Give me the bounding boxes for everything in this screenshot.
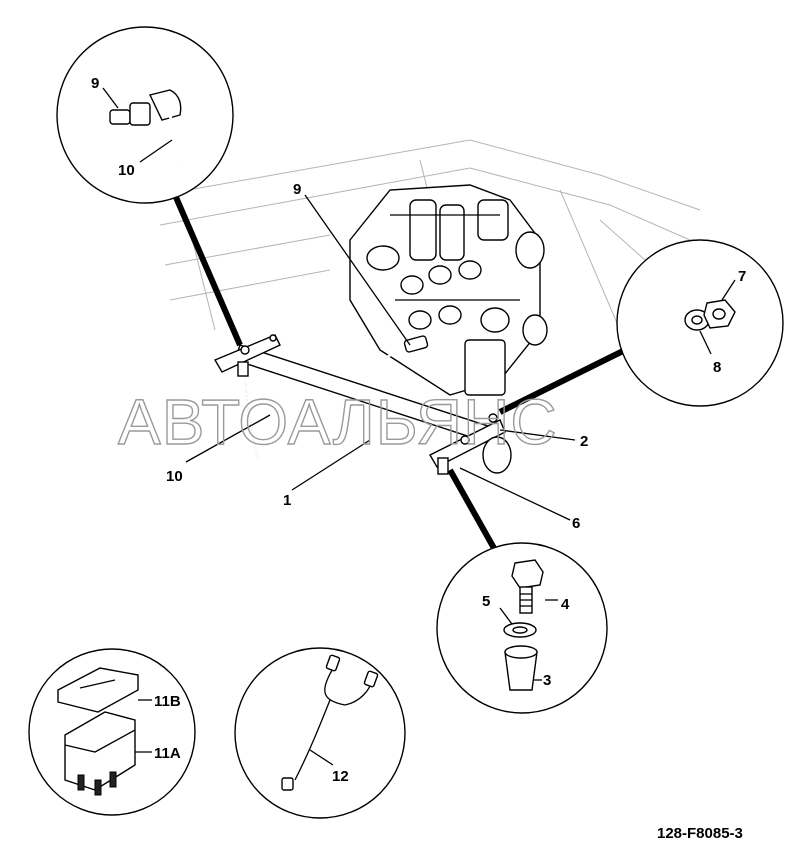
callout-9-main: 9 (293, 181, 301, 198)
detail-circle-nut-washer (616, 239, 784, 407)
callout-4: 4 (561, 596, 570, 613)
callout-8: 8 (713, 359, 721, 376)
control-valve-block (349, 184, 548, 396)
callout-12: 12 (332, 768, 349, 785)
callout-3: 3 (543, 672, 551, 689)
callout-1: 1 (283, 492, 291, 509)
watermark-text: АВТОАЛЬЯНС (118, 386, 558, 458)
callout-11A: 11A (154, 745, 181, 762)
callout-5: 5 (482, 593, 490, 610)
callout-7: 7 (738, 268, 746, 285)
drawing-code: 128-F8085-3 (657, 825, 743, 842)
callout-10-main: 10 (166, 468, 183, 485)
callout-9-detail: 9 (91, 75, 99, 92)
callout-6: 6 (572, 515, 580, 532)
detail-leader-lines (172, 193, 627, 552)
background-frame-outline (159, 139, 701, 331)
detail-circle-switch (28, 648, 196, 816)
detail-circle-fitting (56, 26, 234, 204)
callout-10-detail: 10 (118, 162, 135, 179)
detail-circle-bolt-spacer (436, 542, 608, 714)
detail-circle-harness (234, 647, 406, 819)
callout-11B: 11B (154, 693, 181, 710)
bracket-left (213, 334, 281, 377)
callout-2: 2 (580, 433, 588, 450)
bracket-right (429, 413, 512, 475)
callout-leaders (185, 194, 576, 521)
